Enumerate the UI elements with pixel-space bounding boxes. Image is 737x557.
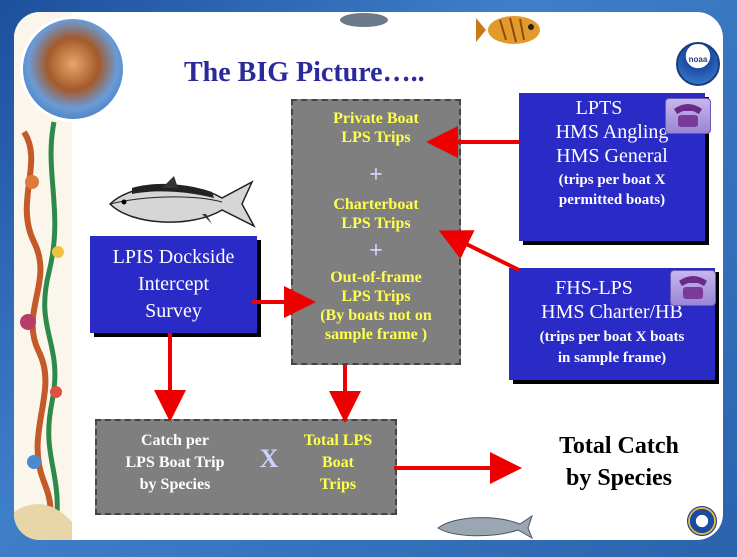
times-symbol: X [259, 444, 279, 473]
private-boat-label: Private Boat LPS Trips [333, 110, 419, 146]
hms-general-label: HMS General [556, 145, 668, 167]
flow-arrows [154, 126, 522, 484]
telephone-icon [670, 270, 716, 306]
tuna-icon [108, 176, 256, 228]
fish-icon [340, 13, 388, 27]
fhs-lps-label: FHS-LPS [555, 277, 633, 299]
slide-title: The BIG Picture….. [184, 57, 425, 88]
lpts-label: LPTS [575, 97, 623, 119]
charterboat-label: Charterboat LPS Trips [333, 196, 419, 232]
lpis-label: LPIS Dockside Intercept Survey [112, 246, 235, 322]
total-trips-box [95, 419, 397, 515]
fhs-note: (trips per boat X boats in sample frame) [539, 329, 685, 366]
fish-icon [476, 16, 540, 44]
slide: noaa The BIG Picture….. Private Boat LPS… [14, 12, 723, 540]
hms-charter-label: HMS Charter/HB [541, 301, 683, 323]
total-trips-label: Total LPS Boat Trips [303, 432, 373, 493]
noaa-logo-text: noaa [688, 55, 708, 64]
dolphin-icon [437, 514, 533, 540]
commerce-seal-icon [687, 506, 717, 536]
total-catch-label: Total Catch by Species [559, 433, 679, 491]
crab-in-hands-icon [20, 16, 126, 122]
telephone-icon [665, 98, 711, 134]
plus-symbol: + [369, 162, 383, 188]
lpis-box [90, 236, 257, 333]
noaa-logo-icon: noaa [676, 42, 720, 86]
out-of-frame-label: Out-of-frame LPS Trips (By boats not on … [320, 269, 432, 343]
plus-symbol: + [369, 238, 383, 264]
lpts-note: (trips per boat X permitted boats) [558, 172, 666, 208]
catch-per-label: Catch per LPS Boat Trip by Species [125, 432, 225, 493]
arrow-fhs-to-charterboat [438, 230, 520, 272]
hms-angling-label: HMS Angling [555, 121, 669, 143]
